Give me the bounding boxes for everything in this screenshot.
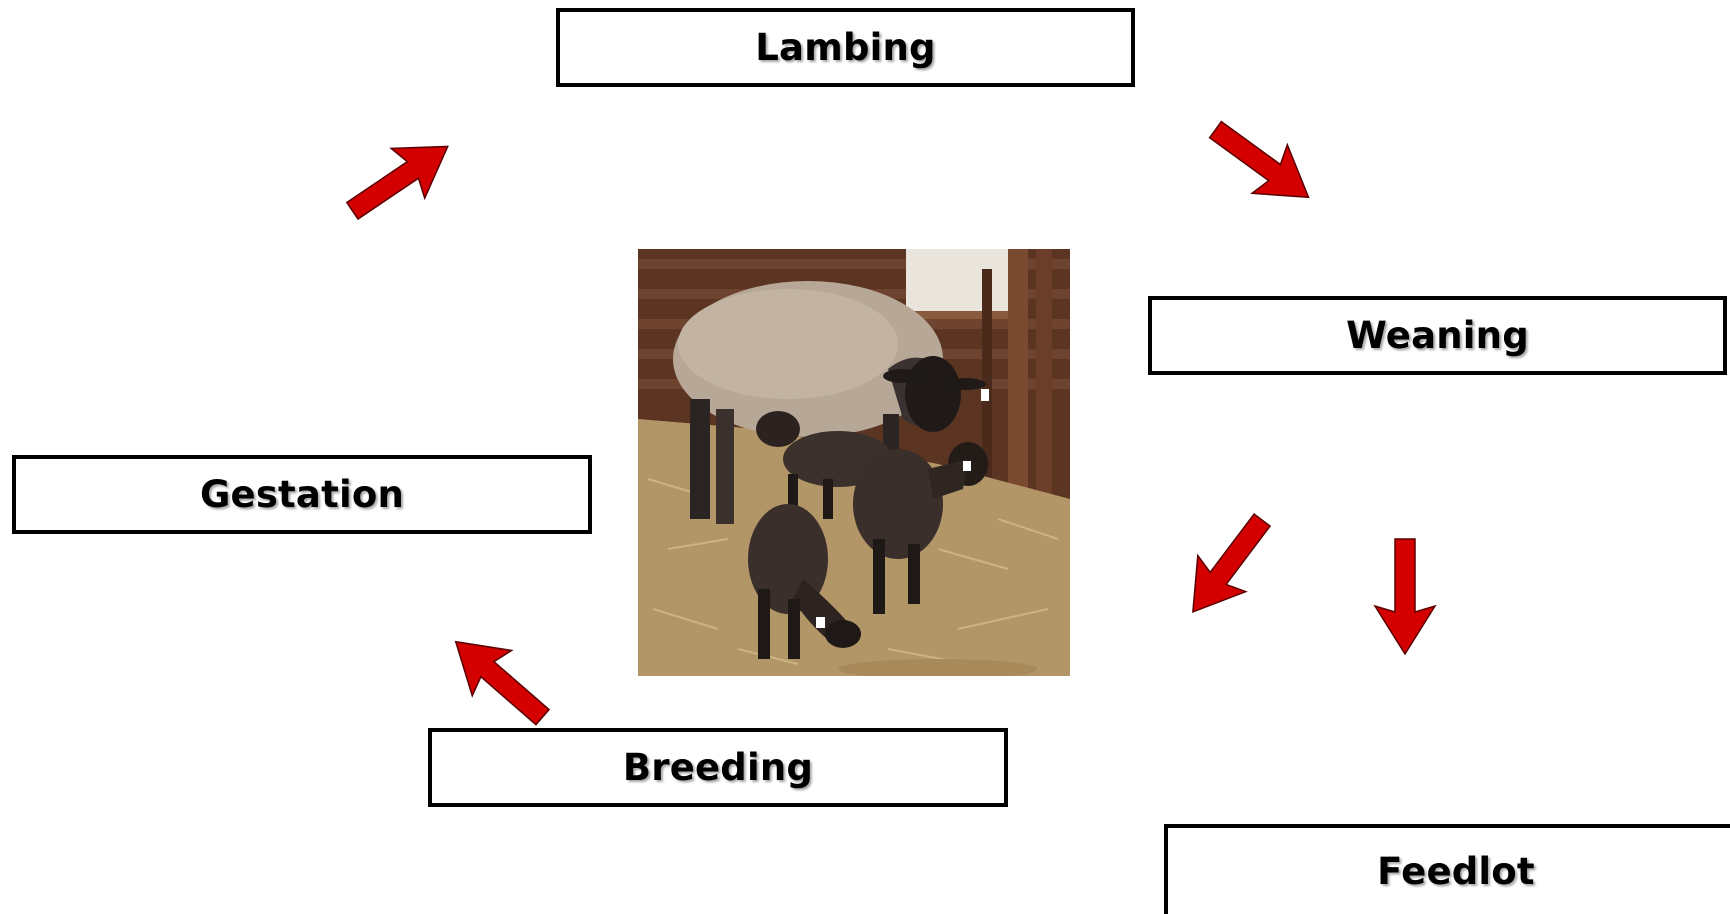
stage-label-lambing: Lambing bbox=[755, 26, 936, 69]
arrow-lambing-to-weaning-icon bbox=[1197, 104, 1327, 223]
arrow-breeding-to-gestation-icon bbox=[435, 618, 563, 741]
stage-label-feedlot: Feedlot bbox=[1377, 849, 1535, 893]
stage-box-weaning: Weaning bbox=[1148, 296, 1727, 375]
arrow-gestation-to-lambing-icon bbox=[334, 120, 466, 237]
stage-box-breeding: Breeding bbox=[428, 728, 1008, 807]
arrow-weaning-to-feedlot-icon bbox=[1374, 538, 1436, 655]
stage-label-breeding: Breeding bbox=[622, 746, 814, 789]
stage-label-gestation: Gestation bbox=[199, 473, 405, 516]
ewe-with-lambs-photo bbox=[638, 249, 1070, 676]
stage-box-gestation: Gestation bbox=[12, 455, 592, 534]
arrow-weaning-to-breeding-icon bbox=[1168, 501, 1287, 631]
stage-box-lambing: Lambing bbox=[556, 8, 1135, 87]
stage-box-feedlot: Feedlot bbox=[1164, 824, 1730, 914]
stage-label-weaning: Weaning bbox=[1346, 314, 1529, 357]
